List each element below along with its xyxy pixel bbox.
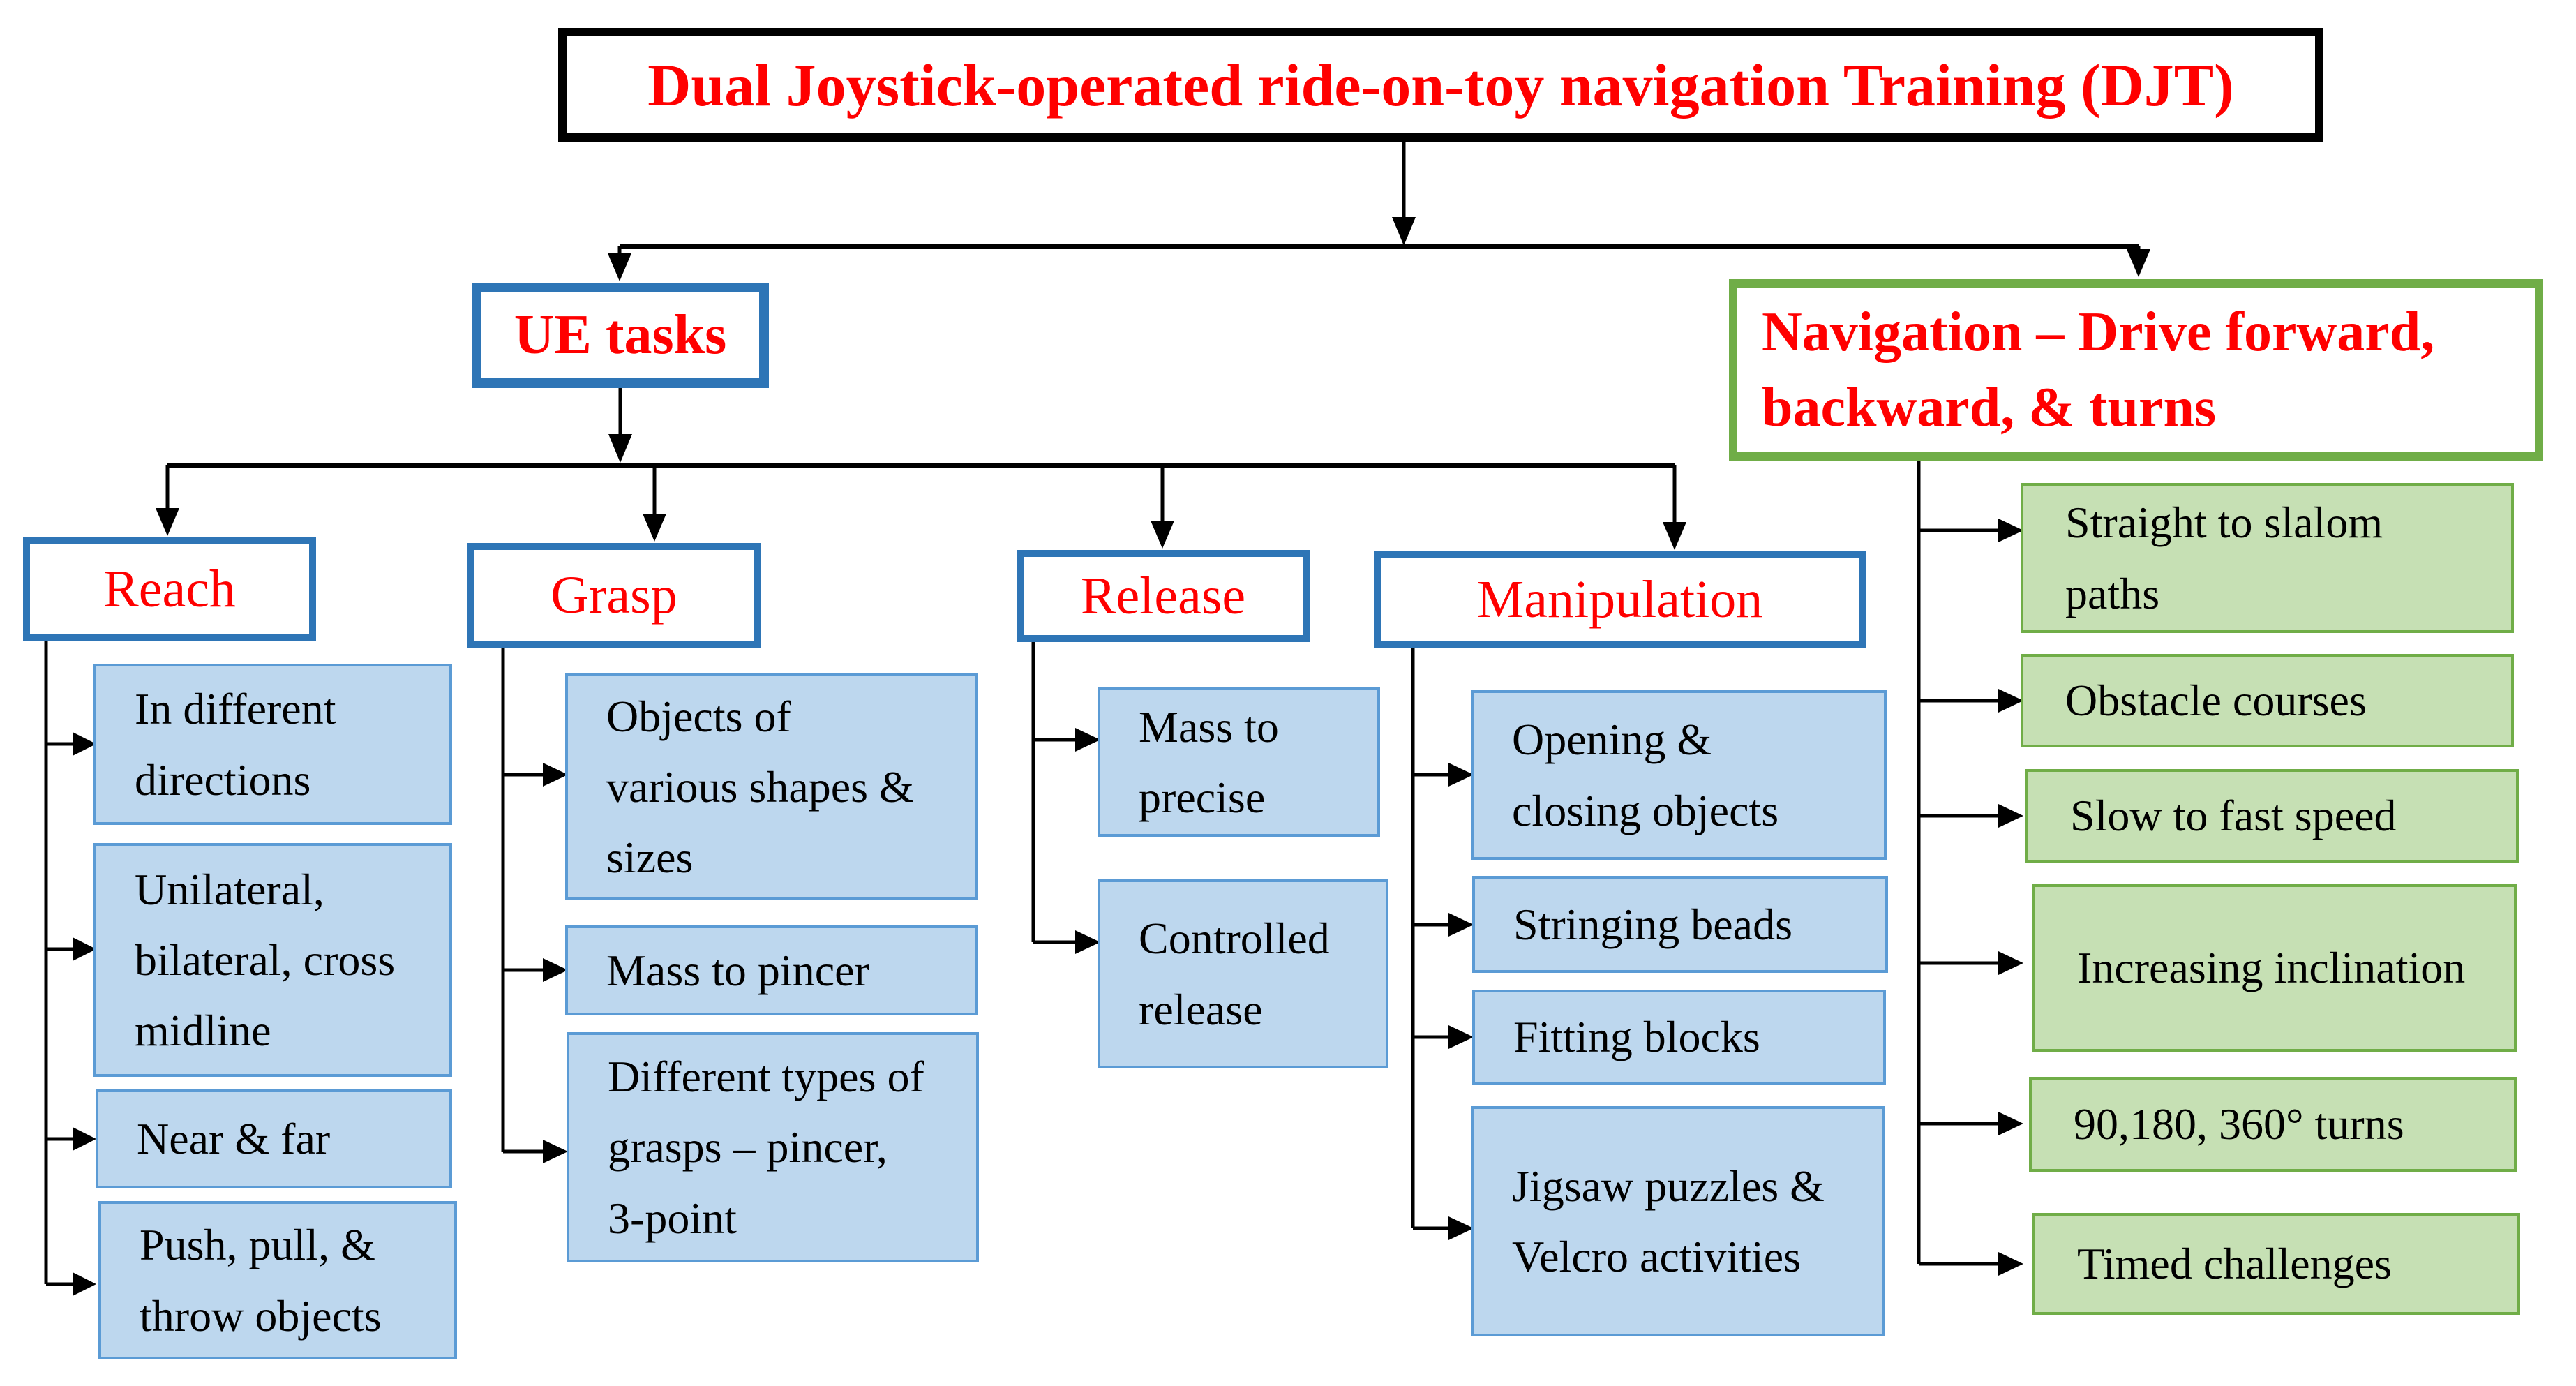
reach-child-3: Push, pull, & throw objects: [98, 1201, 457, 1359]
category-grasp: Grasp: [467, 543, 761, 648]
navigation-child-1: Obstacle courses: [2021, 654, 2514, 747]
category-reach: Reach: [23, 537, 316, 641]
reach-child-1: Unilateral, bilateral, cross midline: [93, 843, 452, 1077]
navigation-child-4: 90,180, 360° turns: [2029, 1077, 2517, 1172]
grasp-child-1: Mass to pincer: [565, 925, 978, 1015]
manipulation-child-0: Opening & closing objects: [1471, 690, 1887, 860]
navigation-child-2: Slow to fast speed: [2025, 769, 2519, 863]
release-child-1: Controlled release: [1098, 879, 1388, 1068]
title-box: Dual Joystick-operated ride-on-toy navig…: [558, 28, 2323, 142]
ue-tasks-box: UE tasks: [472, 283, 769, 388]
category-manipulation: Manipulation: [1374, 551, 1866, 648]
reach-child-2: Near & far: [96, 1089, 452, 1188]
navigation-child-3: Increasing inclination: [2032, 884, 2517, 1052]
navigation-box: Navigation – Drive forward, backward, & …: [1729, 279, 2543, 461]
grasp-child-0: Objects of various shapes & sizes: [565, 673, 978, 900]
navigation-child-5: Timed challenges: [2032, 1213, 2520, 1315]
manipulation-child-2: Fitting blocks: [1472, 990, 1886, 1085]
manipulation-child-1: Stringing beads: [1472, 876, 1888, 973]
grasp-child-2: Different types of grasps – pincer, 3-po…: [567, 1032, 979, 1262]
navigation-child-0: Straight to slalom paths: [2021, 483, 2514, 633]
manipulation-child-3: Jigsaw puzzles & Velcro activities: [1471, 1106, 1885, 1336]
category-release: Release: [1017, 550, 1310, 642]
reach-child-0: In different directions: [93, 664, 452, 825]
release-child-0: Mass to precise: [1098, 687, 1380, 837]
